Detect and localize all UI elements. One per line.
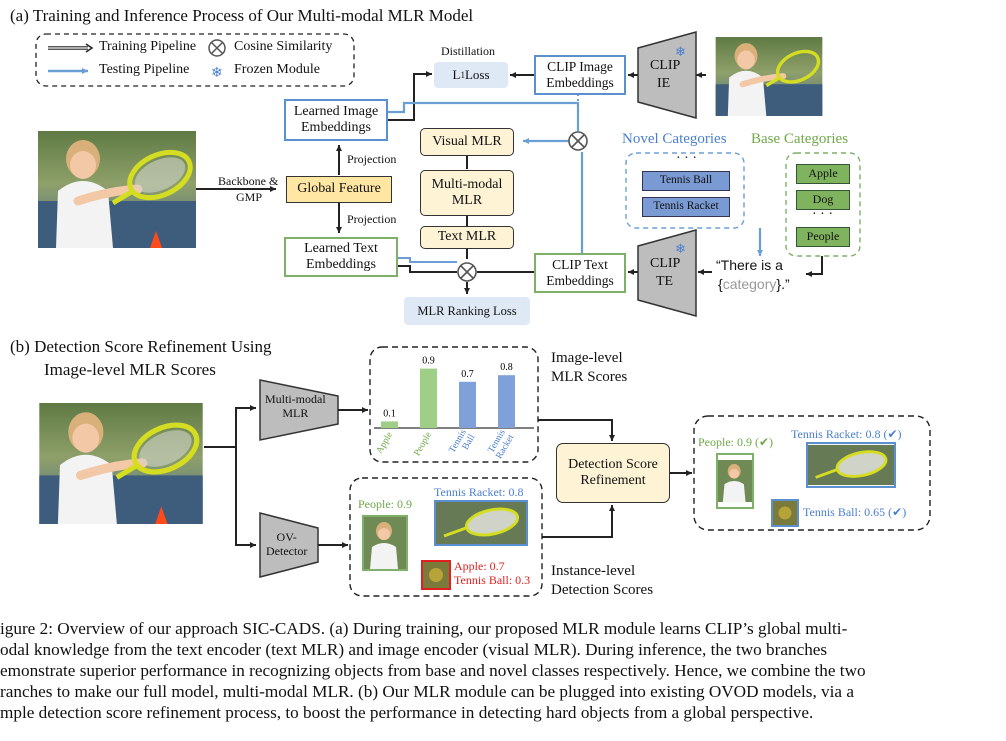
- base-item: Apple: [796, 164, 850, 184]
- clip-te-label-2: TE: [656, 274, 674, 289]
- racket-refined-score: Tennis Racket: 0.8 (✔): [791, 427, 902, 441]
- base-dots: · · ·: [812, 207, 833, 222]
- chart-value-label: 0.8: [500, 362, 513, 373]
- clip-ie-label-2: IE: [657, 76, 671, 91]
- ball-refined-score: Tennis Ball: 0.65 (✔): [803, 505, 907, 519]
- chart-category-label: People: [413, 431, 435, 458]
- prompt-line-1: “There is a: [716, 257, 783, 273]
- novel-dots: · · ·: [676, 151, 697, 166]
- chart-bar: [420, 368, 437, 428]
- racket-detection-score: Tennis Racket: 0.8: [434, 485, 524, 499]
- clip-ie-label-1: CLIP: [650, 58, 681, 73]
- tennis-ball-crop: [771, 499, 799, 527]
- tennis-girl-photo: [715, 37, 823, 116]
- people-refined-score: People: 0.9 (✔): [698, 435, 774, 449]
- legend-frozen-label: Frozen Module: [234, 62, 320, 77]
- section-b-title-2: Image-level MLR Scores: [44, 360, 216, 379]
- chart-bar: [459, 381, 476, 428]
- cosine-similarity-icon: [457, 262, 477, 282]
- base-item: People: [796, 227, 850, 247]
- mlr-ranking-loss-box: MLR Ranking Loss: [404, 297, 530, 325]
- clip-image-encoder: [637, 31, 697, 119]
- cosine-similarity-icon: [568, 131, 588, 151]
- ov-detector-trapezoid: [259, 512, 319, 578]
- chart-value-label: 0.9: [422, 356, 435, 367]
- distillation-label: Distillation: [441, 44, 495, 58]
- cosine-similarity-icon: [208, 39, 226, 57]
- multimodal-mlr-trapezoid: [259, 379, 339, 441]
- snowflake-icon: ❄: [211, 66, 223, 81]
- legend-cosine-label: Cosine Similarity: [234, 39, 333, 54]
- legend-box: [35, 33, 355, 87]
- apple-crop: [421, 560, 451, 590]
- refined-output-box: [693, 415, 931, 531]
- projection-label-bottom: Projection: [347, 212, 397, 226]
- legend-training-label: Training Pipeline: [99, 39, 197, 54]
- chart-category-label: TennisBall: [448, 428, 478, 460]
- ov-detector-label: OV-Detector: [266, 530, 308, 558]
- novel-item: Tennis Racket: [642, 197, 730, 217]
- text-mlr-box: Text MLR: [420, 226, 514, 249]
- chart-value-label: 0.7: [461, 369, 474, 380]
- section-a-title: (a) Training and Inference Process of Ou…: [10, 6, 474, 25]
- base-categories-title: Base Categories: [751, 131, 849, 147]
- base-item: Dog: [796, 190, 850, 210]
- snowflake-icon: ❄: [675, 44, 686, 59]
- novel-categories-box: [625, 152, 745, 229]
- chart-value-label: 0.1: [383, 408, 396, 419]
- backbone-label-1: Backbone &: [218, 174, 279, 188]
- chart-category-label: TennisRacket: [486, 428, 517, 461]
- clip-text-encoder: [637, 229, 697, 317]
- racket-crop: [434, 500, 528, 546]
- base-categories-box: [785, 152, 861, 257]
- global-feature-box: Global Feature: [286, 176, 392, 203]
- clip-te-label-1: CLIP: [650, 256, 681, 271]
- legend-testing-label: Testing Pipeline: [99, 62, 190, 77]
- section-b-title-1: (b) Detection Score Refinement Using: [10, 337, 272, 356]
- chart-category-label: Apple: [375, 431, 395, 456]
- visual-mlr-box: Visual MLR: [420, 128, 514, 156]
- backbone-label-2: GMP: [236, 190, 263, 204]
- image-level-scores-box: [369, 346, 539, 463]
- racket-crop: [806, 442, 896, 488]
- prompt-line-2: {category}.”: [718, 276, 790, 292]
- people-crop: [716, 453, 754, 509]
- novel-categories-title: Novel Categories: [622, 131, 727, 147]
- projection-label-top: Projection: [347, 152, 397, 166]
- tennis-girl-photo: [38, 131, 196, 248]
- people-detection-score: People: 0.9: [358, 497, 412, 511]
- chart-bar: [381, 421, 398, 428]
- chart-bar: [498, 375, 515, 428]
- people-crop: [362, 515, 408, 571]
- tennis-girl-photo: [39, 403, 203, 524]
- figure-caption: igure 2: Overview of our approach SIC-CA…: [0, 619, 866, 722]
- snowflake-icon: ❄: [675, 241, 686, 256]
- novel-item: Tennis Ball: [642, 171, 730, 191]
